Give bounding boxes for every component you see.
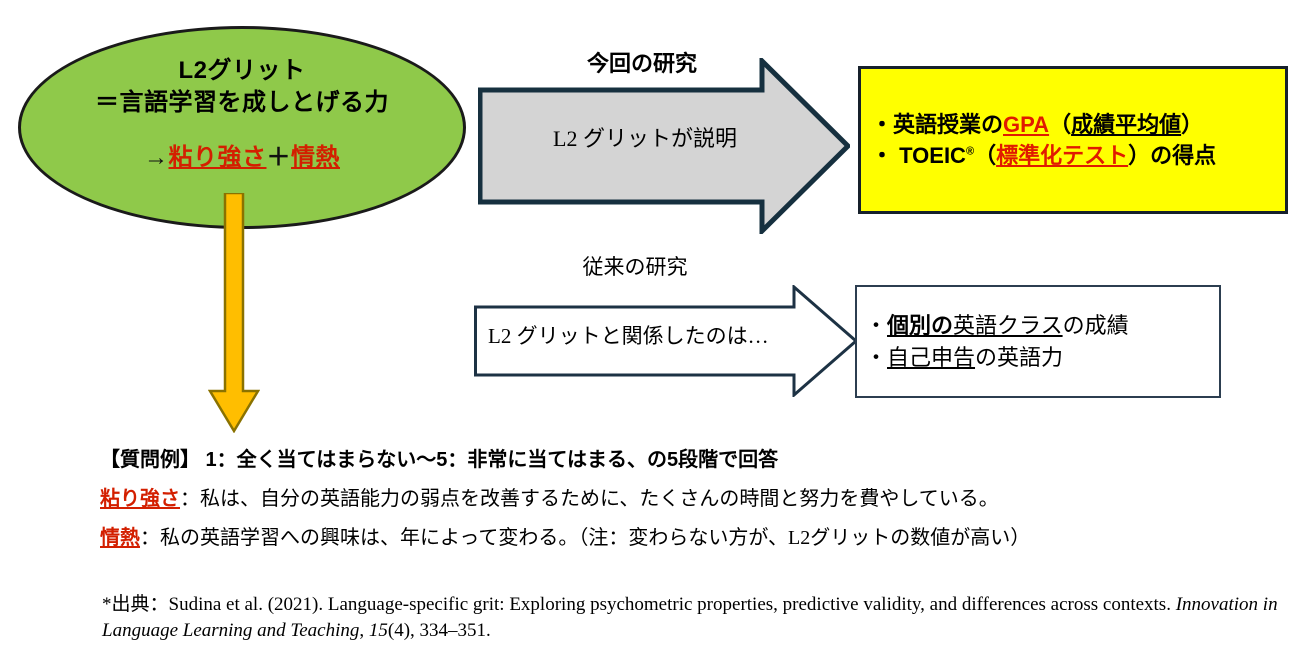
outcome-gpa-gloss: 成績平均値 [1071,111,1182,137]
citation-sep: , [359,620,369,642]
question-examples-block: 【質問例】 1：全く当てはまらない〜5：非常に当てはまる、の5段階で回答 粘り強… [100,450,1280,567]
prev-bullet2-suffix: の英語力 [975,344,1064,370]
ellipse-arrow-glyph: → [144,144,169,172]
outcome-bullet-toeic: ・ TOEIC®（標準化テスト）の得点 [871,140,1275,171]
outcome-toeic-suffix: の得点 [1150,143,1217,168]
previous-study-arrow-label: L2 グリットと関係したのは… [488,324,769,348]
note-perseverance-item: 粘り強さ：私は、自分の英語能力の弱点を改善するために、たくさんの時間と努力を費や… [100,489,1280,509]
note-perseverance-body: ：私は、自分の英語能力の弱点を改善するために、たくさんの時間と努力を費やしている… [180,488,999,510]
previous-study-heading: 従来の研究 [582,256,688,279]
current-study-heading: 今回の研究 [586,51,697,76]
citation-text: *出典：Sudina et al. (2021). Language-speci… [102,594,1176,615]
previous-study-block-arrow [474,285,858,397]
ellipse-plus-glyph: ＋ [266,144,291,172]
note-passion-body: ：私の英語学習への興味は、年によって変わる。（注：変わらない方が、L2グリットの… [140,527,1031,549]
prev-outcome-bullet-class-grade: ・個別の英語クラスの成績 [865,310,1211,341]
prev-bullet2-underline-term: 自己申告 [887,344,976,370]
citation-journal-title: Innovation in Language Learning and Teac… [102,594,1278,642]
current-study-arrow-label: L2 グリットが説明 [553,126,737,151]
prev-bullet1-underline-term: 英語クラス [953,313,1063,339]
prev-bullet2-mark: ・ [865,344,888,370]
outcome-toeic-prefix: ・ TOEIC [871,143,966,168]
prev-outcome-bullet-self-report: ・自己申告の英語力 [865,342,1211,373]
outcome-gpa-paren-close: ） [1181,111,1204,137]
note-passion-item: 情熱：私の英語学習への興味は、年によって変わる。（注：変わらない方が、L2グリッ… [100,528,1280,548]
ellipse-line-title: L2グリット [178,57,306,84]
orange-down-arrow-icon [208,193,260,433]
ellipse-term-passion: 情熱 [291,144,340,172]
citation-volume: 15 [368,620,388,642]
ellipse-term-perseverance: 粘り強さ [168,144,267,172]
outcome-toeic-paren-close: ） [1128,143,1151,168]
outcome-bullet-gpa: ・英語授業のGPA（成績平均値） [871,109,1275,140]
prev-bullet1-mark: ・ [865,313,888,339]
note-passion-label: 情熱 [100,527,140,549]
note-question-example-scale: 【質問例】 1：全く当てはまらない〜5：非常に当てはまる、の5段階で回答 [100,449,779,471]
registered-trademark-icon: ® [965,145,975,158]
prev-bullet1-suffix: の成績 [1062,313,1129,339]
outcome-gpa-paren-open: （ [1049,111,1072,137]
note-perseverance-label: 粘り強さ [100,488,180,510]
previous-study-outcome-box: ・個別の英語クラスの成績 ・自己申告の英語力 [855,285,1221,398]
source-citation: *出典：Sudina et al. (2021). Language-speci… [102,592,1282,644]
citation-issue-pages: (4), 334–351. [387,620,491,642]
current-study-outcome-box: ・英語授業のGPA（成績平均値） ・ TOEIC®（標準化テスト）の得点 [858,66,1288,214]
ellipse-line-components: →粘り強さ＋情熱 [144,142,340,174]
outcome-gpa-prefix: ・英語授業の [871,111,1004,137]
outcome-gpa-term: GPA [1003,111,1050,137]
current-study-block-arrow [478,58,850,234]
ellipse-line-definition: ＝言語学習を成しとげる力 [95,88,389,116]
outcome-toeic-paren-open: （ [974,143,997,168]
ellipse-text-block: L2グリット ＝言語学習を成しとげる力 →粘り強さ＋情熱 [21,29,463,226]
outcome-toeic-gloss: 標準化テスト [996,143,1129,168]
prev-bullet1-bold-term: 個別の [887,313,954,339]
